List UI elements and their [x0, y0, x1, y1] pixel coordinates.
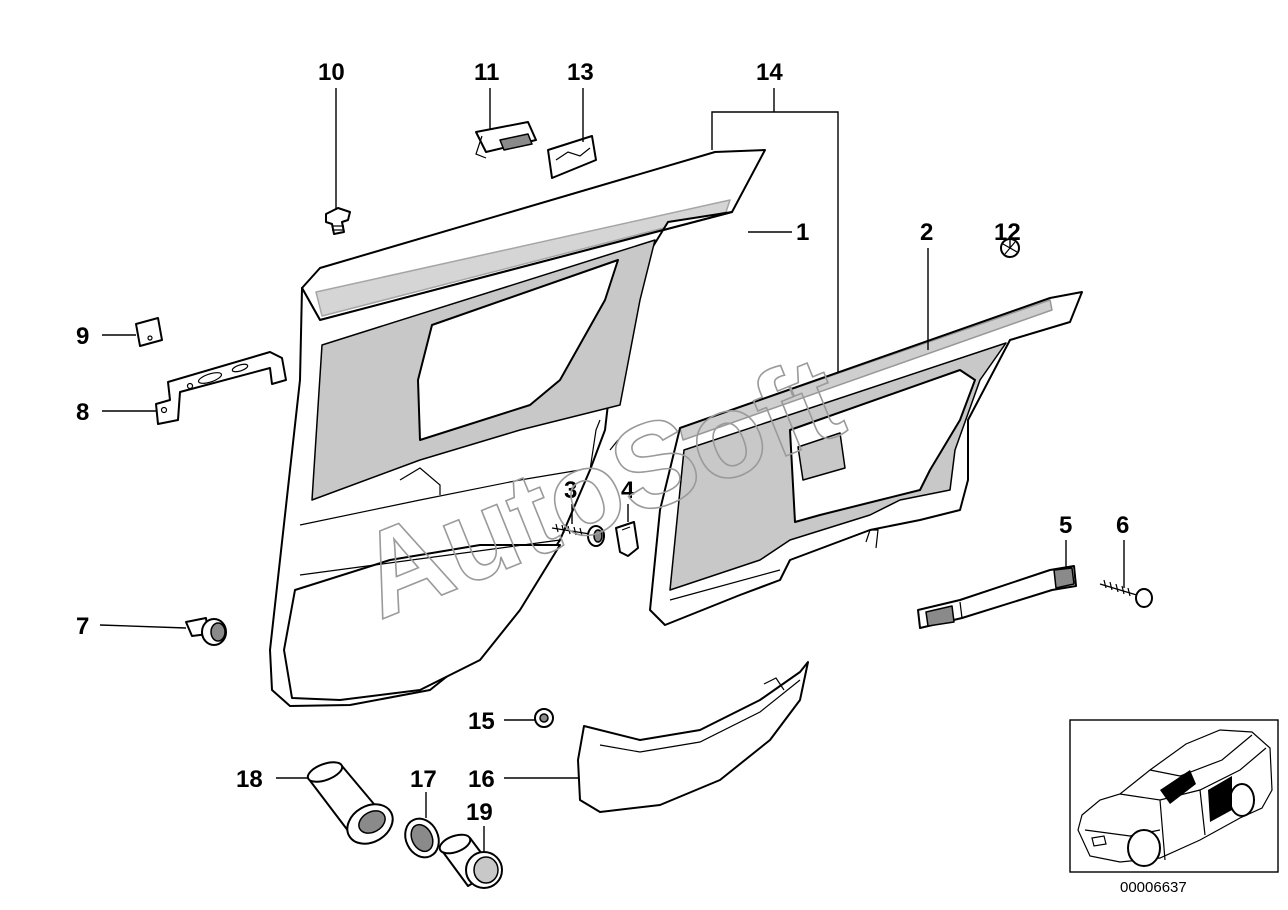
car-locator-inset: [1069, 719, 1279, 873]
reference-number: 00006637: [1120, 879, 1187, 896]
sleeve-part18: [306, 761, 394, 845]
label-19: 19: [466, 799, 493, 826]
label-10: 10: [318, 59, 345, 86]
push-pin-part7: [185, 617, 227, 646]
label-14: 14: [756, 59, 783, 86]
label-6: 6: [1116, 512, 1129, 539]
plug-part19: [438, 833, 503, 889]
clip-part11: [475, 121, 537, 159]
label-18: 18: [236, 766, 263, 793]
label-9: 9: [76, 323, 89, 350]
screw-part6: [1099, 579, 1153, 608]
label-1: 1: [796, 219, 809, 246]
label-5: 5: [1059, 512, 1072, 539]
label-8: 8: [76, 399, 89, 426]
label-3: 3: [564, 477, 577, 504]
door-panel-left: [269, 149, 766, 707]
handle-part5: [917, 565, 1077, 629]
car-icon: [1077, 729, 1273, 867]
label-16: 16: [468, 766, 495, 793]
cap-part4: [615, 521, 639, 557]
label-11: 11: [474, 59, 499, 86]
label-12: 12: [994, 219, 1021, 246]
leader-lines: [99, 88, 1125, 852]
armrest-part16: [577, 661, 809, 813]
part-number-labels: 1 2 3 4 5 6 7 8 9 10 11 12 13 14 15 16 1…: [76, 59, 1129, 826]
clip-part13: [547, 135, 597, 179]
screw-part3: [551, 523, 605, 547]
bracket-part8: [155, 351, 287, 425]
label-4: 4: [621, 477, 635, 504]
push-clip-part10: [325, 207, 351, 235]
label-13: 13: [567, 59, 594, 86]
door-panel-right: [649, 291, 1083, 626]
label-2: 2: [920, 219, 933, 246]
label-15: 15: [468, 708, 495, 735]
ring-part17: [404, 817, 440, 859]
clip-part9: [135, 317, 163, 347]
label-7: 7: [76, 613, 89, 640]
star-nut-part15: [534, 708, 554, 728]
label-17: 17: [410, 766, 437, 793]
